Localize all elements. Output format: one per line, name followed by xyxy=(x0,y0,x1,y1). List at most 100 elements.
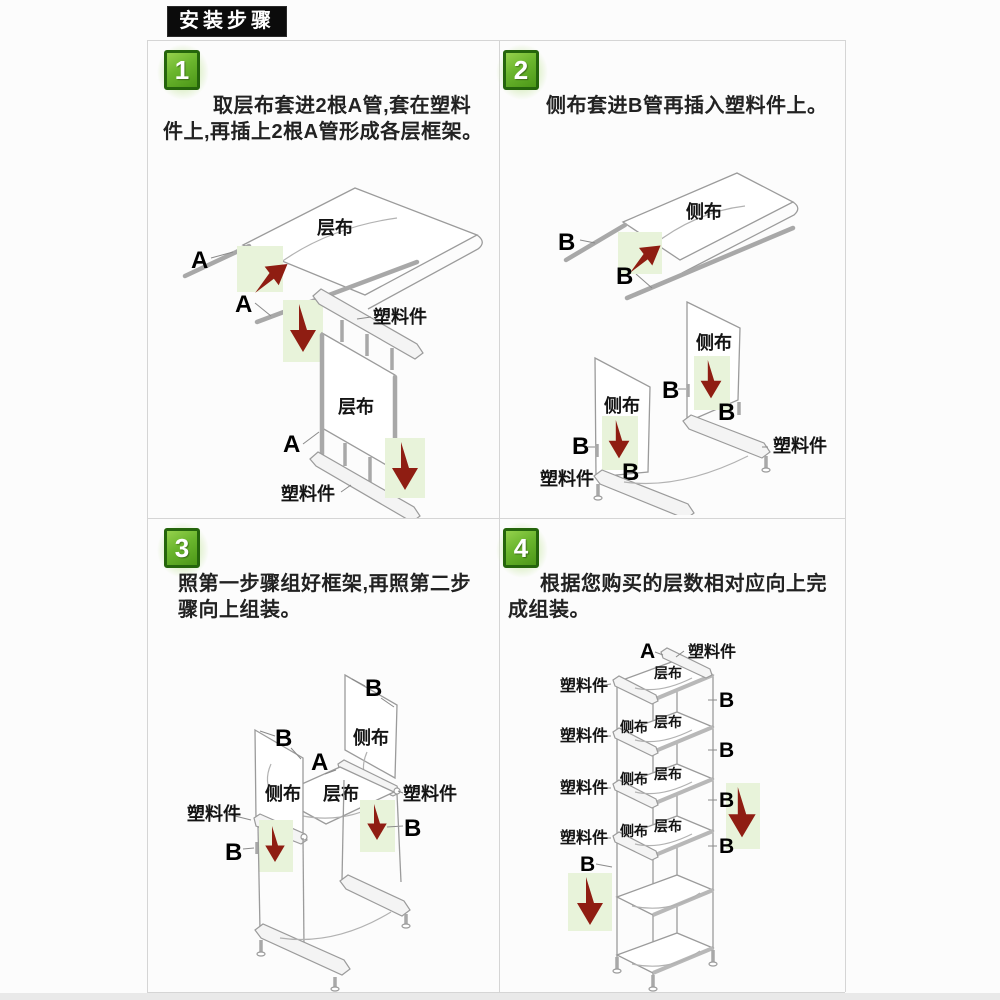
label-side-cloth: 侧布 xyxy=(696,332,732,353)
leader-line xyxy=(210,251,234,259)
step2-panels-group: 侧布 B B 侧布 B B xyxy=(572,300,741,486)
leader-line xyxy=(635,273,653,289)
step3-number-glow: 3 xyxy=(157,522,209,578)
step1-instruction: 取层布套进2根A管,套在塑料件上,再插上2根A管形成各层框架。 xyxy=(163,95,483,143)
plastic-rail xyxy=(254,923,351,976)
label-layer-cloth: 层布 xyxy=(654,818,682,834)
label-tube-b: B xyxy=(580,853,595,876)
step1-frame-group: 塑料件 层布 A 塑料件 xyxy=(281,288,427,518)
step4-number-glow: 4 xyxy=(496,522,548,578)
fabric-curve xyxy=(272,217,398,269)
label-layer-cloth: 层布 xyxy=(654,665,682,681)
leader-line xyxy=(254,302,272,317)
step4-number-badge: 4 xyxy=(503,528,539,568)
label-tube-a: A xyxy=(191,247,208,274)
step-panel-2: 2 侧布套进B管再插入塑料件上。 侧布 B B xyxy=(496,41,845,518)
label-tube-b: B xyxy=(275,725,292,752)
label-plastic-part: 塑料件 xyxy=(688,642,736,661)
sheet-fold-line xyxy=(367,234,483,310)
tube-line xyxy=(652,829,714,858)
label-tube-b: B xyxy=(719,689,734,712)
foot xyxy=(401,923,411,929)
plastic-rail xyxy=(612,675,659,705)
foot xyxy=(612,968,622,974)
label-plastic-part: 塑料件 xyxy=(560,676,608,695)
step1-number-badge: 1 xyxy=(164,50,200,90)
step2-number-glow: 2 xyxy=(496,44,548,100)
leader-line xyxy=(340,484,352,493)
frame-line xyxy=(257,825,261,931)
foot xyxy=(593,495,603,501)
leader-line xyxy=(386,825,404,828)
label-side-cloth: 侧布 xyxy=(620,771,648,787)
grid-left-border xyxy=(147,40,148,992)
fabric-curve xyxy=(631,950,701,967)
plastic-rail xyxy=(612,779,659,809)
plastic-rail xyxy=(660,647,713,679)
step3-number: 3 xyxy=(174,532,190,563)
fabric-curve xyxy=(634,781,693,795)
leader-line xyxy=(397,790,404,794)
step3-annotations-group: 塑料件 塑料件 B B xyxy=(187,783,457,872)
plastic-rail xyxy=(309,451,421,518)
step3-lower-frame-group xyxy=(254,779,411,992)
step4-instruction: 根据您购买的层数相对应向上完成组装。 xyxy=(508,573,827,621)
leader-line xyxy=(380,697,395,708)
foot xyxy=(708,961,718,967)
label-layer-cloth: 层布 xyxy=(323,783,359,804)
label-side-cloth: 侧布 xyxy=(686,201,722,222)
step3-instruction: 照第一步骤组好框架,再照第二步骤向上组装。 xyxy=(178,573,472,621)
step3-left-panel-group: B 侧布 xyxy=(253,725,308,845)
page-title: 安装步骤 xyxy=(167,6,287,37)
leader-line xyxy=(595,863,613,868)
label-plastic-part: 塑料件 xyxy=(281,483,335,504)
step3-shelf-group: A 层布 xyxy=(273,749,401,825)
frame-line xyxy=(396,793,402,883)
label-tube-b: B xyxy=(719,835,734,858)
bottom-strip xyxy=(0,993,1000,1000)
label-layer-cloth: 层布 xyxy=(317,217,353,238)
step2-base-group: 塑料件 塑料件 xyxy=(540,414,827,515)
step4-number: 4 xyxy=(513,532,529,563)
label-tube-a: A xyxy=(283,431,300,458)
tube-line xyxy=(652,777,714,806)
leader-line xyxy=(579,239,596,244)
leader-line xyxy=(597,683,612,687)
foot xyxy=(761,467,771,473)
fabric-curve xyxy=(634,729,693,743)
label-side-cloth: 侧布 xyxy=(265,783,301,804)
label-tube-b: B xyxy=(616,263,633,290)
fabric-curve xyxy=(631,892,701,909)
leader-line xyxy=(356,316,372,320)
fabric-curve xyxy=(634,677,693,691)
label-layer-cloth: 层布 xyxy=(338,396,374,417)
step4-diagram: A 塑料件 塑料件 塑料件 塑料件 塑料件 B B B B xyxy=(560,640,760,992)
fabric-curve xyxy=(634,833,693,847)
sheet-fold-line xyxy=(681,201,799,274)
grid-center-divider xyxy=(499,40,500,992)
plastic-rail xyxy=(339,874,411,917)
step2-number-badge: 2 xyxy=(503,50,539,90)
leader-line xyxy=(242,847,255,850)
frame-line xyxy=(302,837,305,949)
label-layer-cloth: 层布 xyxy=(654,766,682,782)
label-tube-a: A xyxy=(640,640,655,663)
tube-b-line xyxy=(624,225,796,301)
label-tube-a: A xyxy=(235,291,252,318)
side-cloth-panel xyxy=(344,673,398,780)
step3-diagram: B 侧布 A 层布 B 侧布 xyxy=(187,673,457,992)
grid-middle-divider xyxy=(147,518,845,519)
leader-line xyxy=(230,814,252,821)
step-panel-1: 1 取层布套进2根A管,套在塑料件上,再插上2根A管形成各层框架。 层布 A xyxy=(148,41,499,518)
label-plastic-part: 塑料件 xyxy=(187,803,241,824)
tube-line xyxy=(652,725,714,754)
label-tube-b: B xyxy=(718,399,735,426)
leader-line xyxy=(654,651,664,656)
plastic-rail xyxy=(682,414,771,459)
leader-line xyxy=(675,650,685,658)
label-tube-b: B xyxy=(719,789,734,812)
leader-line xyxy=(290,747,302,760)
label-tube-b: B xyxy=(404,815,421,842)
label-plastic-part: 塑料件 xyxy=(560,778,608,797)
